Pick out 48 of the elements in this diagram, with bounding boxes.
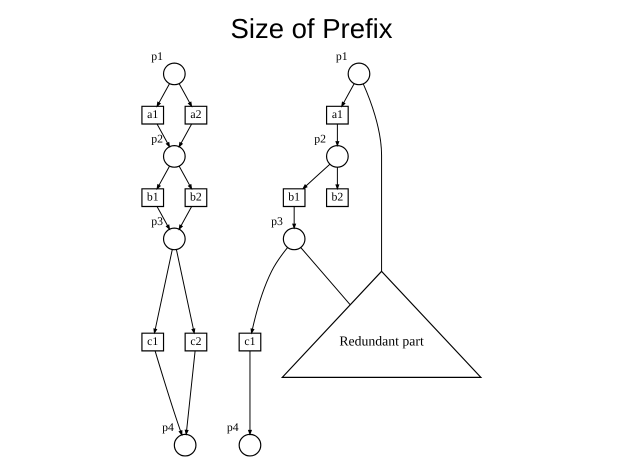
node-box: b1: [282, 188, 306, 208]
node-box: b1: [141, 188, 164, 208]
node-circle: [348, 62, 370, 86]
diagram-title: Size of Prefix: [230, 12, 393, 44]
arrow: [250, 247, 288, 334]
arrow: [184, 350, 196, 436]
connector: [300, 247, 350, 306]
node-circle: [282, 228, 306, 250]
node-circle: [162, 62, 186, 86]
arrow: [335, 124, 340, 148]
arrow: [156, 83, 170, 108]
arrow: [153, 249, 173, 334]
node-circle: [162, 145, 186, 168]
arrow: [341, 83, 355, 108]
node-circle: [326, 145, 349, 168]
node-box: c1: [141, 332, 164, 352]
node-label: p2: [314, 132, 326, 146]
node-box: c1: [238, 332, 262, 352]
node-box: b2: [326, 188, 349, 208]
arrow: [248, 350, 252, 436]
node-label: p1: [336, 50, 348, 63]
node-box: a2: [184, 106, 208, 125]
arrow: [178, 206, 192, 230]
arrow: [176, 249, 196, 334]
node-label: p2: [151, 132, 164, 146]
node-circle: [162, 228, 186, 250]
arrow: [292, 206, 296, 230]
node-box: a1: [326, 106, 349, 125]
arrow: [156, 124, 170, 148]
arrow: [302, 164, 330, 190]
arrow: [154, 350, 182, 436]
node-label: p4: [226, 421, 239, 434]
node-circle: [238, 434, 262, 457]
node-box: c2: [184, 332, 208, 352]
node-label: p3: [271, 214, 283, 228]
node-label: p1: [151, 50, 164, 63]
arrow: [178, 124, 192, 148]
node-label: p4: [162, 421, 174, 434]
arrow: [335, 166, 340, 190]
node-circle: [174, 434, 197, 457]
node-box: b2: [184, 188, 208, 208]
node-box: a1: [141, 106, 164, 125]
node-label: p3: [151, 214, 164, 228]
arrow: [156, 206, 170, 230]
arrow: [156, 166, 170, 190]
arrow: [178, 83, 192, 108]
connector: [362, 84, 382, 272]
arrow: [178, 166, 192, 190]
